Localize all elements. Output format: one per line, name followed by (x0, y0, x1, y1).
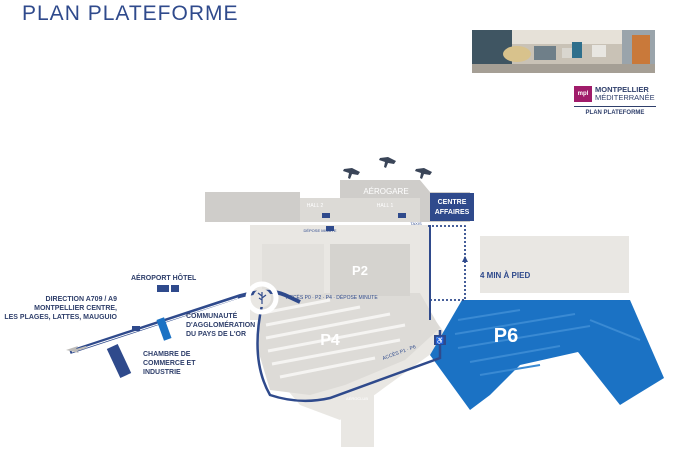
hall1-label: HALL 1 (377, 203, 394, 209)
communaute-label-1: COMMUNAUTÉ (186, 311, 238, 320)
direction-label-3: LES PLAGES, LATTES, MAUGUIO (4, 314, 117, 321)
hotel-label: AÉROPORT HÔTEL (131, 273, 197, 282)
centre-affaires-label-1: CENTRE (438, 199, 467, 206)
chambre-label-3: INDUSTRIE (143, 369, 181, 376)
p4-parking (258, 293, 440, 395)
walk-time-label: 4 MIN À PIED (480, 271, 530, 280)
direction-label-2: MONTPELLIER CENTRE, (34, 305, 117, 312)
direction-arrow-icon (66, 346, 87, 353)
handicap-icon (434, 335, 446, 345)
chamber-building (106, 343, 132, 379)
p4-label: P4 (320, 332, 340, 349)
communaute-label-3: DU PAYS DE L'OR (186, 331, 246, 338)
aeroclub-label: AÉROCLUB (346, 396, 368, 401)
logo-mark: mpl (574, 86, 592, 102)
p6-label: P6 (494, 325, 518, 347)
divider (574, 106, 656, 107)
depose-minute-label: DÉPOSE MINUTE (303, 228, 336, 233)
brand-subname: MÉDITERRANÉE (595, 93, 655, 102)
terminal-building (205, 180, 474, 222)
tree-icon (257, 292, 267, 304)
page-title: PLAN PLATEFORME (22, 2, 239, 25)
chambre-label-1: CHAMBRE DE (143, 351, 191, 358)
p2-label: P2 (352, 263, 368, 278)
walking-path-arrow (462, 256, 468, 262)
agglomeration-building (156, 317, 172, 341)
airplane-icon (343, 157, 432, 179)
taxis-label: TAXIS (410, 221, 422, 226)
brand-caption: PLAN PLATEFORME (585, 110, 645, 116)
direction-label-1: DIRECTION A709 / A9 (46, 296, 118, 303)
parking-sign (132, 326, 140, 331)
hall2-label: HALL 2 (307, 203, 324, 209)
walking-path (428, 225, 466, 301)
lounge-photo (472, 30, 655, 73)
hotel-annex (171, 285, 179, 292)
svg-text:♿: ♿ (436, 336, 445, 345)
chambre-label-2: COMMERCE ET (143, 360, 196, 367)
airport-logo: mpl MONTPELLIER MÉDITERRANÉE PLAN PLATEF… (574, 86, 656, 122)
parking-booth-icon (326, 226, 334, 231)
acces-p4-label: ACCÈS P0 · P2 · P4 · DÉPOSE MINUTE (286, 294, 378, 301)
communaute-label-2: D'AGGLOMÉRATION (186, 320, 255, 329)
centre-affaires-label-2: AFFAIRES (435, 209, 470, 216)
hotel-building (157, 285, 169, 292)
p2-building (330, 244, 410, 296)
aerogare-label: AÉROGARE (363, 187, 408, 196)
brand-name: MONTPELLIER (595, 85, 649, 94)
p6-parking (430, 300, 664, 410)
